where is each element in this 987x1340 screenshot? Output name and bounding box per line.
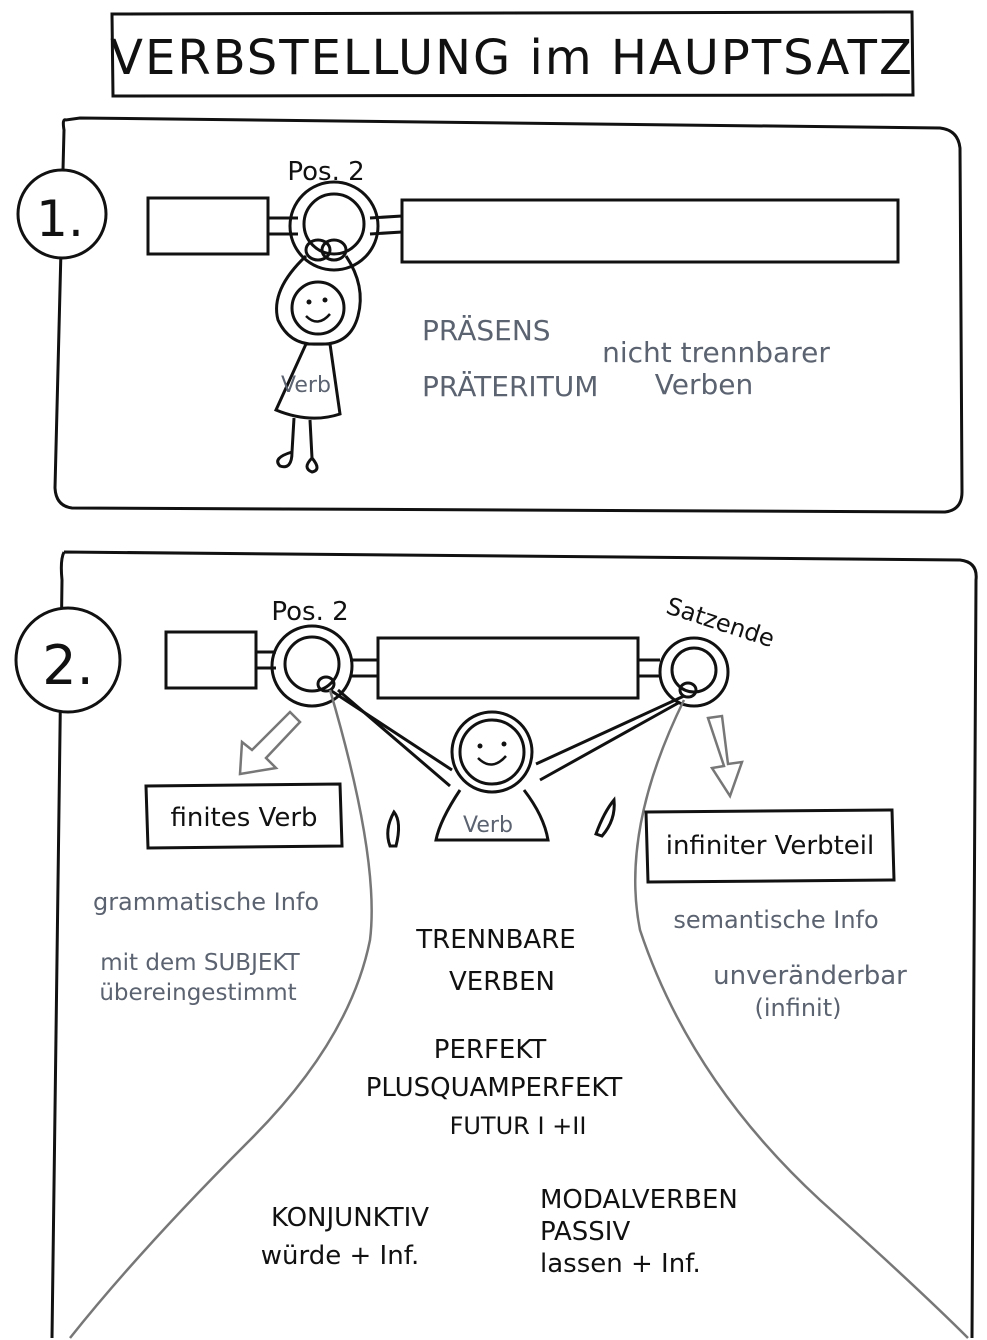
left-info-agreement: übereingestimmt — [99, 980, 296, 1006]
panel-2-number: 2. — [42, 634, 94, 697]
panel-1-frame — [53, 116, 964, 514]
bottom-lassen-inf: lassen + Inf. — [540, 1249, 701, 1279]
left-info-grammatical: grammatische Info — [93, 888, 319, 916]
page-title: VERBSTELLUNG im HAUPTSATZ — [110, 30, 914, 86]
panel-2-pos2-slot — [270, 624, 354, 708]
bottom-modalverben: MODALVERBEN — [540, 1185, 738, 1215]
panel-2-figure-label: Verb — [463, 813, 513, 838]
bottom-passiv: PASSIV — [540, 1217, 630, 1247]
panel-2-end-slot — [658, 636, 730, 708]
finite-verb-label: finites Verb — [170, 803, 317, 833]
panel-2-middle-box — [376, 636, 640, 700]
panel-1-verb-figure — [273, 238, 362, 474]
panel-1-pos-label: Pos. 2 — [287, 157, 364, 187]
center-separable-line1: TRENNBARE — [415, 925, 575, 955]
panel-2-number-circle — [14, 606, 122, 714]
panel-1-rest-box — [400, 198, 900, 264]
funnel-right-line — [634, 699, 969, 1339]
center-perfekt: PERFEKT — [434, 1035, 547, 1065]
panel-1-tense-praesens: PRÄSENS — [422, 314, 551, 347]
left-info-subject: mit dem SUBJEKT — [100, 950, 300, 976]
infinite-verbpart-box — [644, 808, 896, 884]
panel-2-frame — [50, 550, 978, 1339]
arrow-to-finite-verb — [238, 710, 302, 776]
panel-1-pos1-box — [146, 196, 270, 256]
panel-1-number: 1. — [36, 190, 84, 248]
right-info-semantic: semantische Info — [673, 906, 878, 934]
finite-verb-box — [144, 782, 344, 850]
panel-1-verb-slot — [288, 180, 380, 272]
right-info-infinite: (infinit) — [754, 994, 841, 1022]
panel-1-figure-label: Verb — [281, 373, 331, 398]
infinite-verbpart-label: infiniter Verbteil — [666, 831, 875, 861]
panel-1-tense-praeteritum: PRÄTERITUM — [422, 370, 598, 403]
panel-1-note-line1: nicht trennbarer — [602, 336, 830, 369]
panel-2-verb-figure — [316, 675, 698, 848]
title-frame — [110, 10, 915, 98]
panel-1-number-circle — [16, 168, 108, 260]
right-info-unchangeable: unveränderbar — [713, 961, 907, 991]
center-futur: FUTUR I +II — [450, 1112, 587, 1140]
arrow-to-infinite-verbpart — [706, 714, 744, 799]
panel-2-pos-label: Pos. 2 — [271, 597, 348, 627]
panel-1-note-line2: Verben — [655, 368, 753, 401]
center-plusquamperfekt: PLUSQUAMPERFEKT — [366, 1073, 623, 1103]
panel-2-end-label: Satzende — [663, 592, 778, 653]
center-separable-line2: VERBEN — [449, 967, 555, 997]
bottom-konjunktiv: KONJUNKTIV — [271, 1203, 429, 1233]
panel-2-pos1-box — [164, 630, 258, 690]
bottom-wuerde-inf: würde + Inf. — [261, 1241, 419, 1271]
funnel-left-line — [69, 689, 373, 1339]
